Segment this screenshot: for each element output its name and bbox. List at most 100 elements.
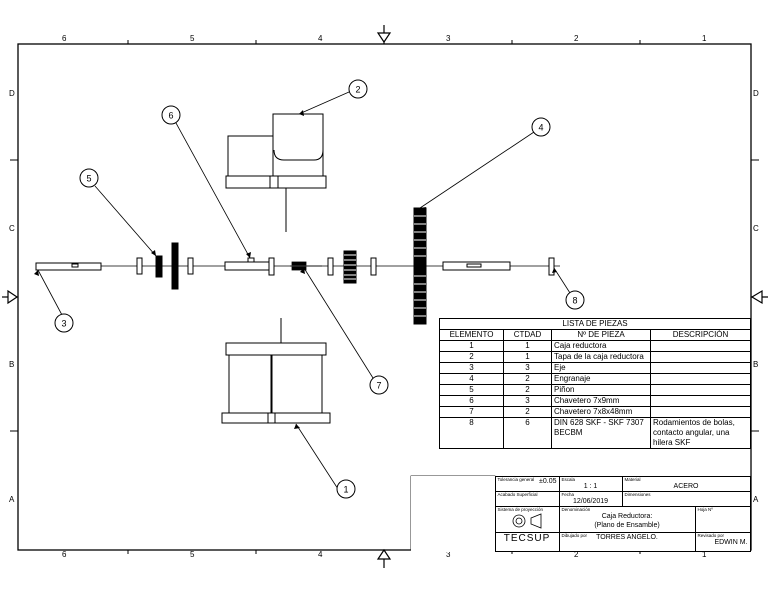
col-label-bottom-5: 5	[190, 550, 195, 559]
dimensions-cell: Dimensiones	[621, 491, 751, 507]
reviewed-by-cell: Revisado por EDWIN M.	[694, 532, 751, 552]
svg-text:8: 8	[572, 295, 577, 305]
drawn-by-value: TORRES ANGELO.	[596, 534, 658, 541]
callout-balloon-8: 8	[565, 290, 585, 310]
key-middle	[290, 261, 322, 271]
cell-pieza: Chavetero 7x8x48mm	[551, 406, 651, 418]
table-row: 1 1 Caja reductora	[439, 340, 752, 352]
leader-arrows	[34, 110, 557, 429]
tolerance-value: ±0.05	[539, 478, 557, 485]
callout-balloon-2: 2	[348, 79, 368, 99]
callout-balloon-3: 3	[54, 313, 74, 333]
finish-cell: Acabado Superficial	[494, 491, 560, 507]
border-ticks	[10, 40, 759, 554]
centering-mark-top	[376, 25, 392, 44]
cell-desc	[649, 384, 752, 396]
scale-value: 1 : 1	[583, 483, 598, 490]
scale-cell: Escala 1 : 1	[558, 476, 623, 492]
cell-elemento: 5	[439, 384, 504, 396]
row-label-left-c: C	[9, 224, 15, 233]
cell-ctdad: 3	[503, 395, 552, 407]
drawn-by-cell: Dibujado por TORRES ANGELO.	[558, 532, 696, 552]
table-row: 5 2 Piñon	[439, 384, 752, 396]
reviewed-by-value: EDWIN M.	[714, 539, 748, 546]
col-label-bottom-1: 1	[702, 550, 707, 559]
cell-pieza: Chavetero 7x9mm	[551, 395, 651, 407]
svg-text:7: 7	[376, 380, 381, 390]
centering-mark-bottom	[376, 548, 392, 568]
denomination-cell: Denominación Caja Reductora: (Plano de E…	[558, 506, 696, 533]
svg-text:5: 5	[86, 173, 91, 183]
row-label-left-a: A	[9, 495, 15, 504]
svg-text:6: 6	[168, 110, 173, 120]
cell-pieza: Engranaje	[551, 373, 651, 385]
cell-desc: Rodamientos de bolas, contacto angular, …	[649, 417, 752, 449]
centering-mark-left	[2, 289, 19, 305]
cell-ctdad: 1	[503, 340, 552, 352]
shaft-left	[35, 262, 102, 271]
cell-desc	[649, 406, 752, 418]
company-logo: TECSUP	[494, 532, 560, 552]
date-value: 12/06/2019	[572, 498, 609, 505]
table-row: 4 2 Engranaje	[439, 373, 752, 385]
cell-pieza: Tapa de la caja reductora	[551, 351, 651, 363]
row-label-left-b: B	[9, 360, 14, 369]
row-label-right-a: A	[753, 495, 759, 504]
cell-elemento: 2	[439, 351, 504, 363]
row-label-left-d: D	[9, 89, 15, 98]
col-label-top-2: 2	[574, 34, 579, 43]
projection-symbol-icon	[512, 513, 542, 529]
callout-balloon-5: 5	[79, 168, 99, 188]
row-label-right-d: D	[753, 89, 759, 98]
table-row: 3 3 Eje	[439, 362, 752, 374]
drawing-border	[17, 43, 752, 551]
gear-large	[413, 207, 427, 325]
bearing-right	[548, 257, 555, 276]
col-header-pieza: Nº DE PIEZA	[551, 329, 651, 341]
material-cell: Material ACERO	[621, 476, 751, 492]
cell-elemento: 8	[439, 417, 504, 449]
cell-elemento: 3	[439, 362, 504, 374]
cell-ctdad: 3	[503, 362, 552, 374]
cell-ctdad: 2	[503, 384, 552, 396]
col-label-bottom-6: 6	[62, 550, 67, 559]
housing-base	[221, 318, 331, 424]
cell-desc	[649, 340, 752, 352]
cell-pieza: DIN 628 SKF - SKF 7307 BECBM	[551, 417, 651, 449]
cell-ctdad: 2	[503, 373, 552, 385]
cell-desc	[649, 351, 752, 363]
col-label-bottom-4: 4	[318, 550, 323, 559]
leader-lines	[37, 91, 571, 490]
projection-cell: Sistema de proyección	[494, 506, 560, 533]
pinion-left	[155, 242, 179, 290]
table-row: 6 3 Chavetero 7x9mm	[439, 395, 752, 407]
table-row: 8 6 DIN 628 SKF - SKF 7307 BECBM Rodamie…	[439, 417, 752, 449]
cell-elemento: 7	[439, 406, 504, 418]
callout-balloon-7: 7	[369, 375, 389, 395]
row-label-right-b: B	[753, 360, 758, 369]
cell-elemento: 4	[439, 373, 504, 385]
svg-text:1: 1	[343, 484, 348, 494]
shaft-middle	[224, 257, 270, 271]
housing-cover	[225, 113, 327, 232]
cell-pieza: Eje	[551, 362, 651, 374]
table-row: 7 2 Chavetero 7x8x48mm	[439, 406, 752, 418]
sheet-number-cell: Hoja Nº	[694, 506, 751, 533]
cell-desc	[649, 395, 752, 407]
cell-ctdad: 6	[503, 417, 552, 449]
title-block: Tolerancia general ±0.05 Escala 1 : 1 Ma…	[411, 476, 751, 552]
tolerance-cell: Tolerancia general ±0.05	[494, 476, 560, 492]
col-label-top-3: 3	[446, 34, 451, 43]
col-label-top-1: 1	[702, 34, 707, 43]
cell-elemento: 1	[439, 340, 504, 352]
parts-list-table: LISTA DE PIEZAS ELEMENTO CTDAD Nº DE PIE…	[438, 318, 752, 449]
col-header-elemento: ELEMENTO	[439, 329, 504, 341]
cell-ctdad: 1	[503, 351, 552, 363]
col-label-bottom-2: 2	[574, 550, 579, 559]
table-row: 2 1 Tapa de la caja reductora	[439, 351, 752, 363]
col-label-bottom-3: 3	[446, 550, 451, 559]
denomination-subvalue: (Plano de Ensamble)	[594, 522, 660, 529]
col-header-descripcion: DESCRIPCIÓN	[649, 329, 752, 341]
cell-pieza: Piñon	[551, 384, 651, 396]
